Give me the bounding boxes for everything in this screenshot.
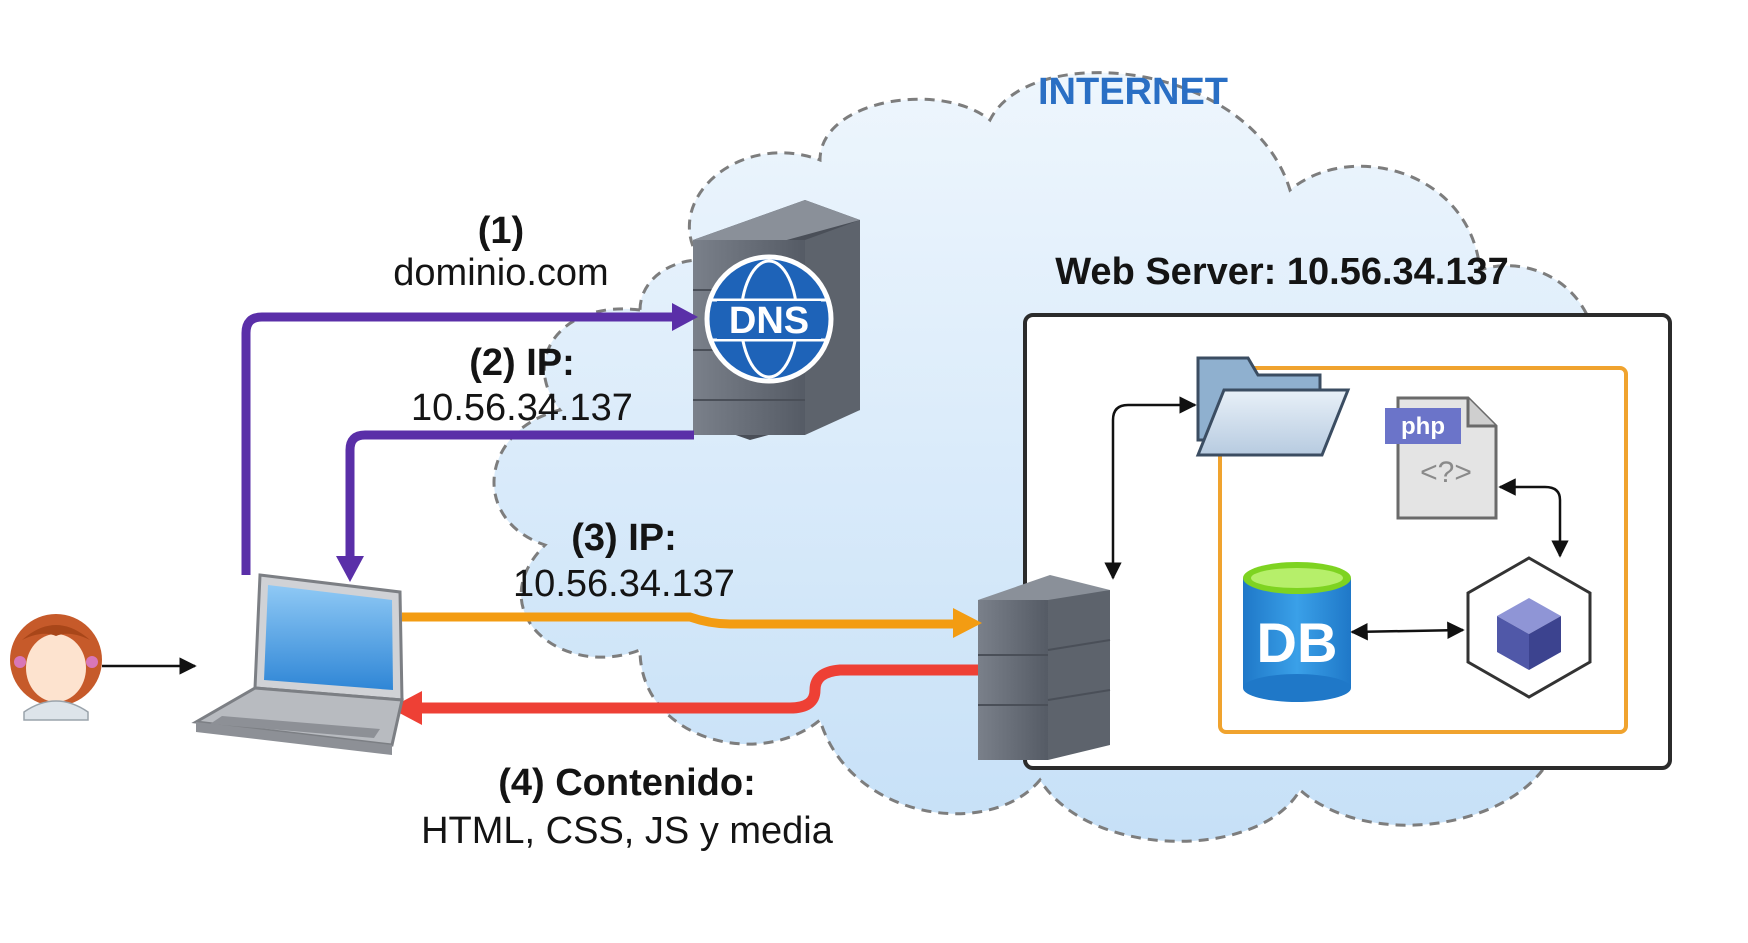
step-3-number: (3) IP: [571, 517, 677, 559]
step-1-number: (1) [478, 210, 524, 252]
dns-label: DNS [729, 300, 809, 342]
step-2-number: (2) IP: [469, 342, 575, 384]
dns-request-arrow [241, 303, 698, 575]
web-server-title: Web Server: 10.56.34.137 [1055, 251, 1509, 293]
application-cube-icon [1466, 556, 1592, 699]
php-file-icon: php <?> [1385, 396, 1498, 520]
step-3-text: 10.56.34.137 [513, 563, 735, 605]
php-symbol: <?> [1420, 456, 1472, 489]
internet-label: INTERNET [1038, 71, 1228, 113]
app-box [1218, 366, 1628, 734]
web-server-box [1023, 313, 1672, 770]
laptop-icon [191, 573, 404, 755]
step-3-label: (3) IP: 10.56.34.137 [513, 517, 735, 605]
folder-icon [1195, 356, 1351, 457]
web-server-icon [978, 575, 1111, 760]
http-response-arrow [390, 664, 978, 725]
user-avatar-icon [10, 614, 102, 721]
http-request-arrow [402, 608, 982, 638]
internal-connectors [1104, 396, 1569, 641]
step-4-text: HTML, CSS, JS y media [421, 810, 834, 852]
db-label: DB [1257, 611, 1338, 674]
dns-globe-icon: DNS [704, 254, 834, 384]
php-label: php [1401, 413, 1445, 440]
step-4-number: (4) Contenido: [498, 762, 756, 804]
step-2-label: (2) IP: 10.56.34.137 [411, 342, 633, 429]
step-1-label: (1) dominio.com [393, 210, 608, 294]
step-4-label: (4) Contenido: HTML, CSS, JS y media [421, 762, 834, 852]
step-2-text: 10.56.34.137 [411, 387, 633, 429]
database-icon: DB [1243, 562, 1351, 702]
step-1-text: dominio.com [393, 252, 608, 294]
dns-response-arrow [336, 430, 694, 582]
